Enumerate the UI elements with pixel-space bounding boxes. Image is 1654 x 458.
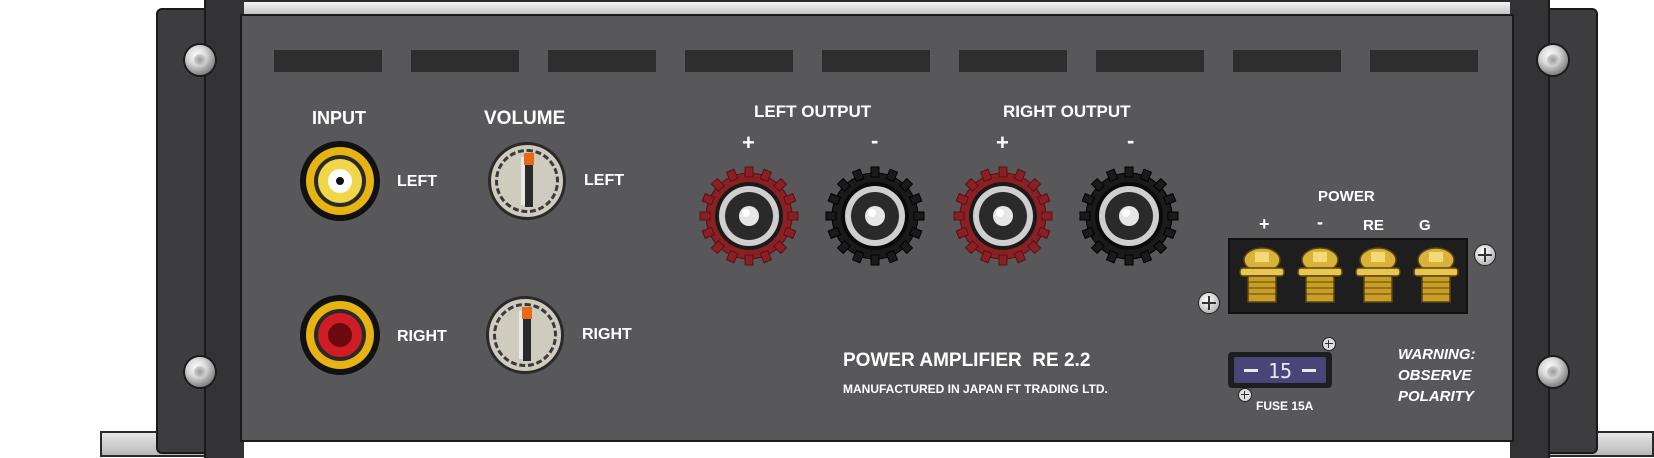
- input-title: INPUT: [312, 108, 366, 128]
- vent-slot: [1370, 50, 1478, 72]
- left-output-positive-post[interactable]: [679, 146, 819, 286]
- volume-left-label: LEFT: [584, 172, 624, 189]
- warning-line-2: OBSERVE: [1398, 367, 1472, 384]
- manufacturer-text: MANUFACTURED IN JAPAN FT TRADING LTD.: [843, 382, 1108, 396]
- screw-icon: [1198, 292, 1220, 314]
- right-output-negative-post[interactable]: [1059, 146, 1199, 286]
- screw-icon: [1322, 337, 1336, 351]
- right-output-positive-post[interactable]: [933, 146, 1073, 286]
- vent-slot: [411, 50, 519, 72]
- power-terminal-g-label: G: [1419, 217, 1431, 234]
- right-output-minus-sign: -: [1127, 128, 1135, 153]
- left-output-plus-sign: +: [742, 130, 755, 155]
- warning-text: WARNING: OBSERVE POLARITY: [1398, 344, 1476, 407]
- model-name: POWER AMPLIFIER RE 2.2: [843, 350, 1091, 371]
- power-terminal-g[interactable]: [1412, 244, 1460, 306]
- warning-line-1: WARNING:: [1398, 346, 1476, 363]
- screw-icon: [1238, 388, 1252, 402]
- vent-slot: [959, 50, 1067, 72]
- screw-icon: [1538, 357, 1568, 387]
- input-left-label: LEFT: [397, 173, 437, 190]
- left-output-negative-post[interactable]: [805, 146, 945, 286]
- volume-left-knob[interactable]: [488, 142, 566, 220]
- power-terminal-minus[interactable]: [1296, 244, 1344, 306]
- vent-slot: [548, 50, 656, 72]
- fuse-label: FUSE 15A: [1256, 399, 1314, 413]
- vent-slot: [1096, 50, 1204, 72]
- volume-right-knob[interactable]: [486, 296, 564, 374]
- power-terminal-minus-label: -: [1317, 212, 1323, 232]
- left-output-minus-sign: -: [871, 128, 879, 153]
- rca-input-right-jack[interactable]: [300, 295, 380, 375]
- power-terminal-re[interactable]: [1354, 244, 1402, 306]
- vent-slot: [822, 50, 930, 72]
- power-terminal-plus[interactable]: [1238, 244, 1286, 306]
- screw-icon: [1474, 244, 1496, 266]
- screw-icon: [1538, 45, 1568, 75]
- rca-input-left-jack[interactable]: [300, 141, 380, 221]
- fuse[interactable]: 15: [1228, 352, 1332, 388]
- power-terminal-plus-label: +: [1259, 214, 1270, 234]
- volume-title: VOLUME: [484, 108, 566, 129]
- warning-line-3: POLARITY: [1398, 388, 1474, 405]
- vent-slot: [685, 50, 793, 72]
- right-output-plus-sign: +: [996, 130, 1009, 155]
- right-output-title: RIGHT OUTPUT: [1003, 102, 1131, 121]
- volume-right-label: RIGHT: [582, 326, 632, 343]
- input-right-label: RIGHT: [397, 328, 447, 345]
- screw-icon: [185, 357, 215, 387]
- left-output-title: LEFT OUTPUT: [754, 102, 872, 121]
- power-title: POWER: [1318, 188, 1375, 205]
- vent-slot: [274, 50, 382, 72]
- power-terminal-re-label: RE: [1363, 217, 1384, 234]
- screw-icon: [185, 45, 215, 75]
- vent-slot: [1233, 50, 1341, 72]
- fuse-rating-value: 15: [1267, 359, 1293, 383]
